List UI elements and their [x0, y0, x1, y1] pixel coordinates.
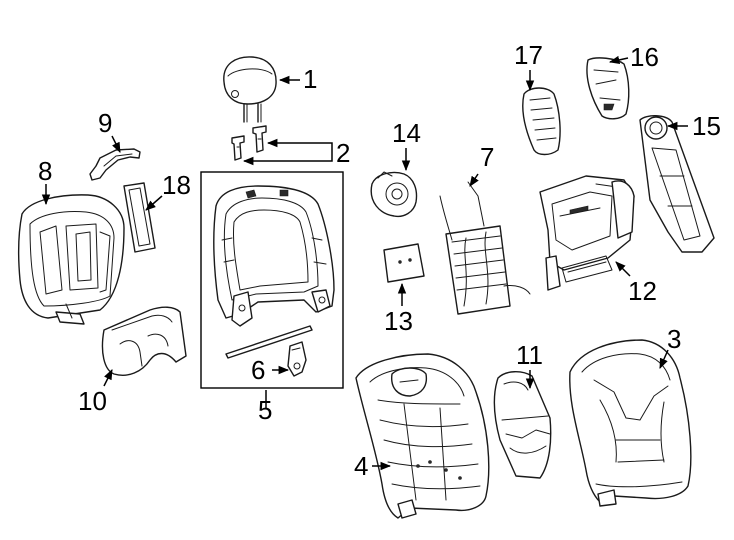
leader-18	[145, 195, 163, 211]
callout-5: 5	[258, 395, 272, 425]
callout-14: 14	[392, 118, 421, 148]
seat-back-panel-part	[17, 194, 125, 325]
leader-16	[608, 55, 629, 65]
headrest-guides-part	[231, 125, 267, 161]
leader-12	[615, 261, 631, 277]
callout-18: 18	[162, 170, 191, 200]
callout-11: 11	[516, 340, 543, 370]
cushion-assembly-part	[539, 175, 635, 291]
callout-2: 2	[336, 138, 350, 168]
headrest-part	[223, 56, 277, 123]
lumbar-support-part	[439, 181, 531, 315]
callout-3: 3	[667, 324, 681, 354]
callout-7: 7	[480, 142, 494, 172]
leader-10	[103, 369, 113, 387]
speaker-part	[370, 171, 418, 218]
module-pad-part	[383, 243, 425, 283]
leader-lines	[41, 55, 688, 471]
leader-2	[266, 138, 333, 153]
side-trim-part	[586, 57, 630, 120]
callout-13: 13	[384, 306, 413, 336]
callout-12: 12	[628, 276, 657, 306]
callout-15: 15	[692, 111, 721, 141]
bolster-pad-part	[522, 87, 561, 156]
leader-7	[469, 173, 479, 187]
seat-back-cover-part	[569, 339, 692, 507]
callout-17: 17	[514, 40, 543, 70]
callout-10: 10	[78, 386, 107, 416]
callout-labels: 1 2 3 4 5 6 7 8 9 10 11 12 13 14 15 16 1…	[38, 40, 721, 481]
callout-6: 6	[251, 355, 265, 385]
lower-back-shield-part	[101, 306, 187, 376]
callout-1: 1	[303, 64, 317, 94]
leader-3	[659, 349, 669, 369]
leader-2b	[242, 153, 333, 166]
frame-assembly-box	[200, 171, 344, 389]
side-shield-part	[639, 115, 715, 253]
trim-strip-part	[123, 182, 156, 253]
bracket-part	[89, 148, 141, 181]
callout-9: 9	[98, 108, 112, 138]
seat-back-cushion-part	[355, 353, 490, 519]
callout-4: 4	[354, 451, 368, 481]
insert-pad-part	[493, 371, 552, 479]
seat-back-frame-part	[213, 185, 335, 359]
callout-16: 16	[630, 42, 659, 72]
actuator-part	[287, 341, 307, 377]
callout-8: 8	[38, 156, 52, 186]
leader-9	[111, 135, 121, 153]
